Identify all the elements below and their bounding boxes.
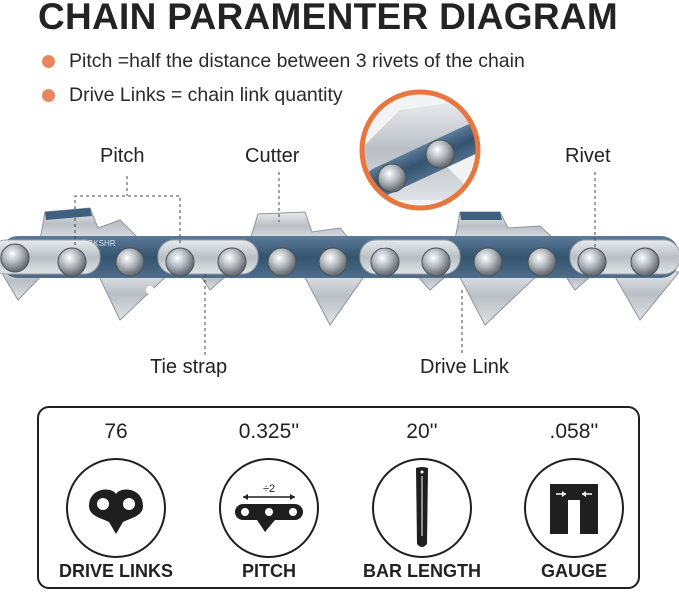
pitch-icon: ÷2 [219,458,319,558]
pitch-label: Pitch [100,145,145,167]
chain-illustration: BKSHR BKSHR [0,89,679,355]
bullet-drive-links: Drive Links = chain link quantity [42,84,343,107]
zoom-ring [359,89,481,211]
spec-caption: GAUGE [540,561,607,581]
rivets [0,243,660,277]
spec-value: 0.325'' [238,420,300,443]
cutter-label: Cutter [245,145,300,167]
bullet-pitch: Pitch =half the distance between 3 rivet… [42,50,525,73]
cutter-tops [45,208,502,220]
rivet-label: Rivet [565,145,611,167]
drive-link-label: Drive Link [420,356,509,378]
gauge-icon [524,458,624,558]
spec-caption: PITCH [242,561,296,581]
svg-text:BKSHR: BKSHR [88,239,116,248]
tie-strap-label: Tie strap [150,356,228,378]
drive-link-icon [66,458,166,558]
spec-value: .058'' [549,420,599,443]
link-stamps: BKSHR BKSHR [88,239,398,250]
bullet-dot [42,55,55,68]
bullet-text: Pitch =half the distance between 3 rivet… [69,50,525,72]
pitch-icon-text: ÷2 [263,483,275,495]
callout-lines [74,172,596,355]
spec-value: 76 [104,420,128,443]
spec-caption: DRIVE LINKS [58,561,173,581]
bullet-dot [42,89,55,102]
spec-value: 20'' [406,420,438,443]
bar-icon [372,458,472,558]
zoom-inset [362,92,478,208]
svg-text:BKSHR: BKSHR [370,241,398,250]
spec-caption: BAR LENGTH [363,561,481,581]
spec-panel: 76 DRIVE LINKS 0.325'' ÷2 PITCH [37,406,640,589]
bullet-text: Drive Links = chain link quantity [69,84,343,106]
page-title: CHAIN PARAMENTER DIAGRAM [38,0,618,37]
